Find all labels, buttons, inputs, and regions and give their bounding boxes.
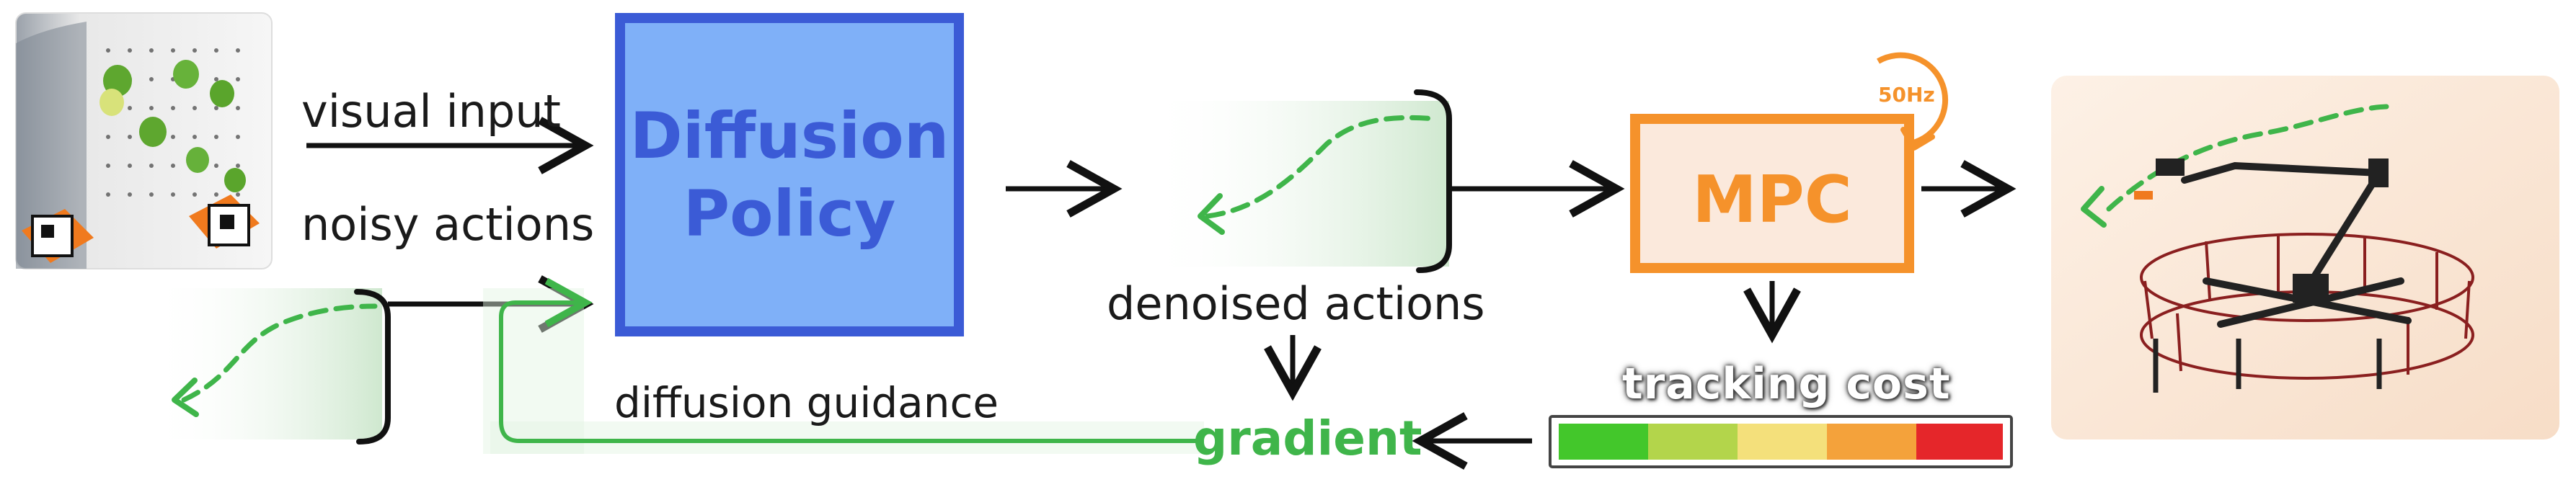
diffusion-policy-block <box>615 13 964 336</box>
denoised-actions-panel <box>1146 89 1452 273</box>
tracking-cost-bar <box>1549 415 2013 468</box>
gradient-label: gradient <box>1193 411 1422 466</box>
clockwise-loop-icon <box>1877 52 1949 151</box>
denoised-actions-label: denoised actions <box>1107 277 1485 330</box>
diffusion-guidance-label: diffusion guidance <box>614 378 999 427</box>
diffusion-policy-label: Diffusion Policy <box>629 99 950 251</box>
mpc-label: MPC <box>1692 162 1852 238</box>
aerial-manipulator-drone-image <box>2051 76 2559 439</box>
camera-view-image <box>15 12 273 269</box>
noisy-actions-label: noisy actions <box>301 198 595 251</box>
noisy-actions-panel <box>151 288 391 445</box>
frequency-label: 50Hz <box>1878 83 1935 107</box>
mpc-block <box>1630 114 1914 273</box>
diffusion-guidance-path <box>483 277 1204 454</box>
tracking-cost-label: tracking cost <box>1622 359 1951 409</box>
visual-input-label: visual input <box>301 85 561 138</box>
